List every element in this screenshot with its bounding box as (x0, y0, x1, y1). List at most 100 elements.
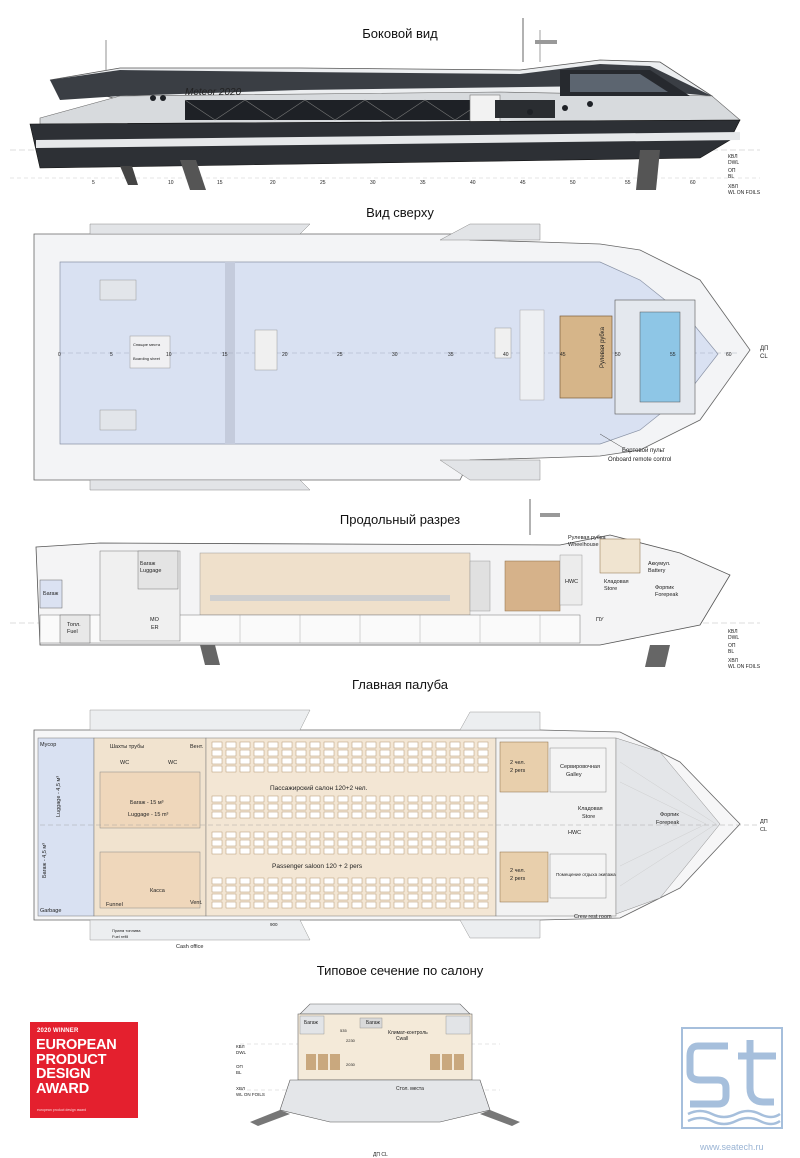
seat (253, 803, 265, 811)
seat (421, 741, 433, 749)
seat (253, 831, 265, 839)
seat (477, 839, 489, 847)
seat (337, 893, 349, 901)
seat (267, 749, 279, 757)
seat (281, 749, 293, 757)
deck-cl-en: CL (760, 827, 767, 833)
seat (407, 839, 419, 847)
seat (435, 741, 447, 749)
deck-funnel: Funnel (106, 902, 123, 908)
seat (211, 757, 223, 765)
section-luggage-aft: Багаж (43, 591, 59, 597)
seat (323, 803, 335, 811)
cross-climate: Климат-контроль (388, 1030, 428, 1036)
seat (435, 847, 447, 855)
seat (435, 831, 447, 839)
section-label-hvl: ХВЛ (728, 658, 738, 664)
deck-store-en: Store (582, 814, 595, 820)
seat (309, 741, 321, 749)
seat (365, 749, 377, 757)
seat (351, 741, 363, 749)
award-small: european product design award (37, 1108, 87, 1112)
side-tick: 45 (520, 180, 526, 186)
seat (253, 885, 265, 893)
seat (239, 885, 251, 893)
seat (295, 803, 307, 811)
seat (421, 893, 433, 901)
seat (281, 893, 293, 901)
seat (267, 757, 279, 765)
seat (449, 831, 461, 839)
seat (351, 901, 363, 909)
wheelhouse-label: Рулевая рубка (600, 326, 606, 368)
seat (239, 757, 251, 765)
seat (295, 795, 307, 803)
seat (323, 831, 335, 839)
seat (239, 893, 251, 901)
section-fuel-en: Fuel (67, 629, 78, 635)
seat (337, 741, 349, 749)
seat (379, 741, 391, 749)
seat (407, 811, 419, 819)
seat (351, 877, 363, 885)
top-tick: 45 (560, 352, 566, 358)
top-tick: 10 (166, 352, 172, 358)
seat (379, 831, 391, 839)
seat (435, 795, 447, 803)
seat (253, 749, 265, 757)
section-store-ru: Кладовая (604, 579, 629, 585)
seat (253, 811, 265, 819)
seat (323, 757, 335, 765)
seat (239, 901, 251, 909)
seat (267, 831, 279, 839)
seat (295, 847, 307, 855)
seat (379, 811, 391, 819)
cross-label-wl-foils: WL ON FOILS (236, 1092, 265, 1097)
seat (253, 741, 265, 749)
deck-garbage-en: Garbage (40, 908, 61, 914)
award-line-2: PRODUCT (36, 1051, 107, 1068)
cross-luggage-left: Багаж (304, 1020, 319, 1026)
seat (449, 765, 461, 773)
seat (463, 795, 475, 803)
seat (337, 831, 349, 839)
cross-label-hvl: ХВЛ (236, 1086, 245, 1091)
seat (365, 765, 377, 773)
deck-kassa: Касса (150, 888, 166, 894)
seat (477, 811, 489, 819)
seat (393, 803, 405, 811)
seat (211, 831, 223, 839)
deck-crew-2-ru-top: 2 чел. (510, 760, 526, 766)
top-tick: 30 (392, 352, 398, 358)
seat (211, 741, 223, 749)
deck-vent-ru: Вент. (190, 744, 204, 750)
seat (393, 885, 405, 893)
seat (211, 795, 223, 803)
cross-dim-b: 535 (340, 1028, 347, 1033)
seat (239, 795, 251, 803)
seat (365, 839, 377, 847)
seat (393, 877, 405, 885)
seat (435, 811, 447, 819)
seat (351, 885, 363, 893)
seat (267, 885, 279, 893)
seat (351, 847, 363, 855)
cross-seat-label: Стол. места (396, 1086, 424, 1092)
seat (281, 811, 293, 819)
section-label-dwl: DWL (728, 635, 739, 641)
seat (463, 757, 475, 765)
seat (323, 765, 335, 773)
seat (295, 877, 307, 885)
deck-dim-900: 900 (270, 922, 278, 927)
seat (337, 885, 349, 893)
seat (253, 765, 265, 773)
seat (449, 847, 461, 855)
seat (295, 839, 307, 847)
seat (393, 741, 405, 749)
seat (225, 847, 237, 855)
seat (435, 893, 447, 901)
seat (365, 757, 377, 765)
seat (211, 893, 223, 901)
seat (211, 901, 223, 909)
seat (211, 885, 223, 893)
